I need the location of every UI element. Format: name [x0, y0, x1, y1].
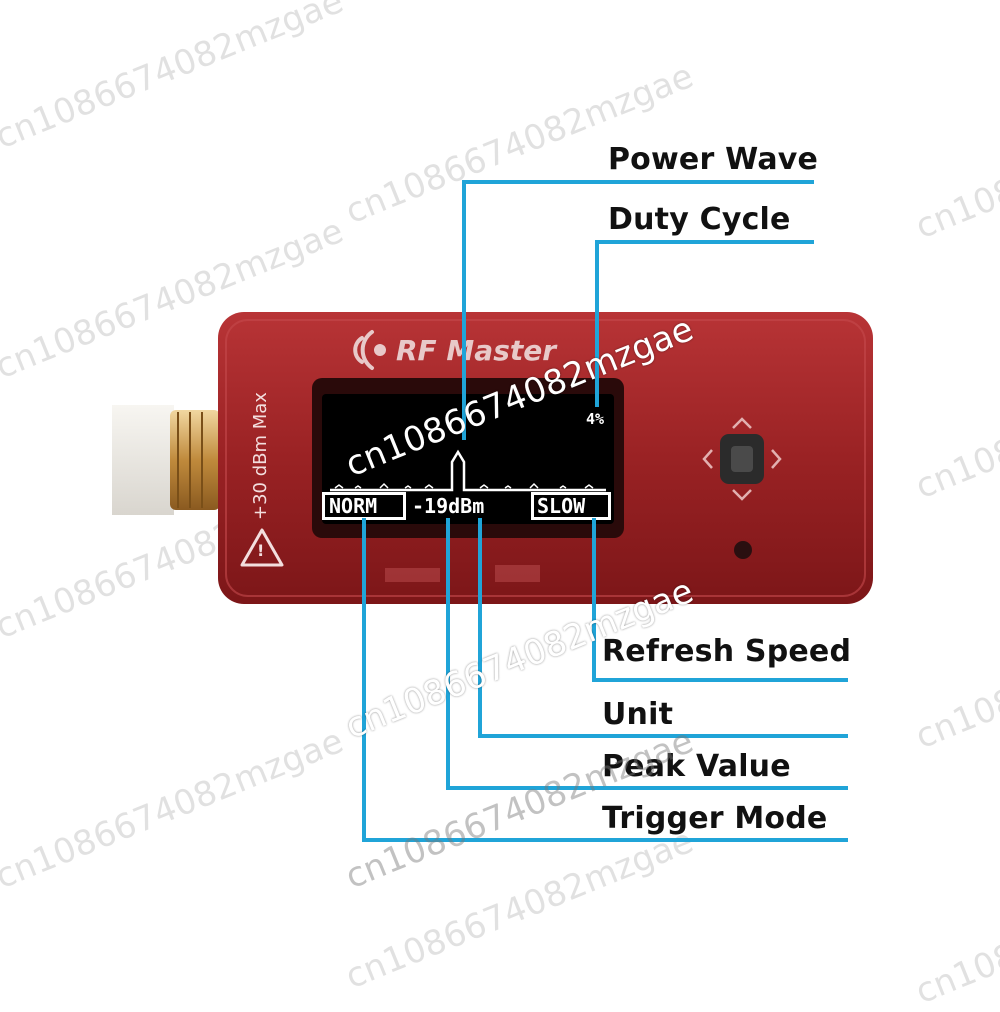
- status-led: [734, 541, 752, 559]
- duty-cycle-leader: [595, 240, 814, 407]
- callout-duty-cycle: Duty Cycle: [608, 202, 791, 237]
- callout-peak-value: Peak Value: [602, 749, 791, 784]
- oled-screen: [322, 394, 614, 524]
- peak-value-readout: -19dBm: [412, 494, 485, 518]
- callout-unit: Unit: [602, 697, 674, 732]
- warning-icon: [240, 528, 284, 567]
- brand-label: RF Master: [396, 334, 557, 367]
- power-wave-trace: [330, 449, 606, 492]
- refresh-speed-box: [531, 492, 611, 520]
- warning-symbol: !: [257, 541, 265, 560]
- callout-refresh-speed: Refresh Speed: [602, 634, 852, 669]
- signal-icon: [353, 330, 386, 370]
- trigger-mode-readout: NORM: [329, 494, 378, 518]
- duty-cycle-readout: 4%: [586, 410, 605, 428]
- callout-trigger-mode: Trigger Mode: [602, 801, 828, 836]
- joystick-control: [702, 417, 782, 501]
- peak-value-leader: [446, 518, 848, 790]
- sma-connector: [112, 405, 220, 515]
- trigger-mode-leader: [362, 518, 848, 842]
- printed-mark: [385, 568, 440, 582]
- callout-power-wave: Power Wave: [608, 142, 819, 177]
- unit-leader: [478, 518, 848, 738]
- printed-mark: [495, 565, 540, 582]
- power-wave-leader: [462, 180, 814, 440]
- refresh-speed-readout: SLOW: [537, 494, 586, 518]
- refresh-speed-leader: [592, 518, 848, 682]
